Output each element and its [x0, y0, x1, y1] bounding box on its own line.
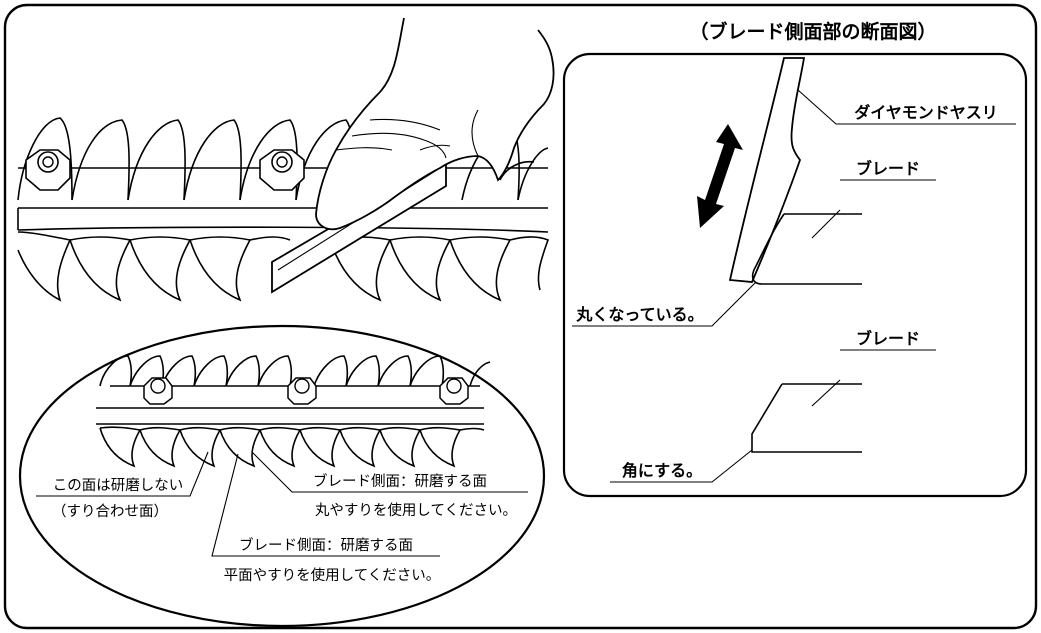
detail-lower-teeth	[99, 426, 485, 468]
diamond-file	[728, 57, 806, 283]
detail-bolt-right	[439, 377, 469, 405]
rounded-edge-label: 丸くなっている。	[575, 305, 703, 324]
blade-sharpening-illustration	[17, 17, 555, 302]
bolt-center	[259, 149, 305, 191]
blade-section-rounded	[751, 213, 862, 285]
flat-file-label-line2: 平面やすりを使用してください。	[224, 567, 441, 584]
detail-upper-teeth	[99, 355, 491, 387]
detail-bolt-left	[143, 377, 173, 405]
blade-detail-illustration	[36, 355, 528, 557]
flat-file-label-line1: ブレード側面：研磨する面	[239, 536, 413, 554]
blade-section-cornered	[751, 383, 862, 453]
round-file-label-line1: ブレード側面：研磨する面	[313, 472, 487, 490]
blade-label-top: ブレード	[856, 159, 920, 178]
cross-section-panel	[562, 52, 1028, 498]
cross-section-title: （ブレード側面部の断面図）	[689, 20, 936, 43]
detail-bolt-center	[287, 377, 317, 405]
bolt-left	[25, 149, 71, 191]
blade-label-bottom: ブレード	[856, 329, 920, 348]
blade-lower-teeth	[17, 231, 550, 302]
no-grind-label-line1: この面は研磨しない	[53, 477, 184, 494]
gloved-hand	[315, 17, 555, 231]
bolt-right	[499, 160, 535, 181]
no-grind-label-line2: （すり合わせ面）	[52, 503, 168, 520]
blade-upper-teeth	[17, 117, 549, 201]
round-file-label-line2: 丸やすりを使用してください。	[315, 502, 517, 519]
diamond-file-label: ダイヤモンドヤスリ	[854, 103, 998, 122]
cross-section-diagram	[572, 57, 1016, 483]
corner-label: 角にする。	[622, 461, 702, 480]
up-down-arrow-icon	[697, 124, 743, 228]
